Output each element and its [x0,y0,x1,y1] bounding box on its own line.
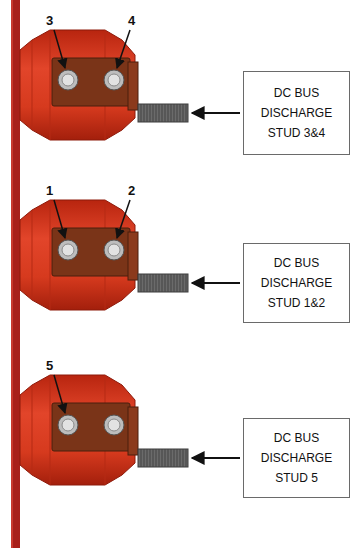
callout-number: 3 [46,13,53,28]
box-text: DC BUS DISCHARGE STUD 3&4 [250,83,343,143]
callout-box: DC BUS DISCHARGE STUD 1&2 [243,243,350,323]
callout-box: DC BUS DISCHARGE STUD 5 [243,418,350,498]
callout-number: 1 [46,183,53,198]
callout-box: DC BUS DISCHARGE STUD 3&4 [243,71,350,155]
box-text: DC BUS DISCHARGE STUD 5 [250,428,343,488]
callout-number: 5 [46,358,53,373]
callout-number: 4 [128,13,135,28]
box-text: DC BUS DISCHARGE STUD 1&2 [250,253,343,313]
callout-number: 2 [128,183,135,198]
